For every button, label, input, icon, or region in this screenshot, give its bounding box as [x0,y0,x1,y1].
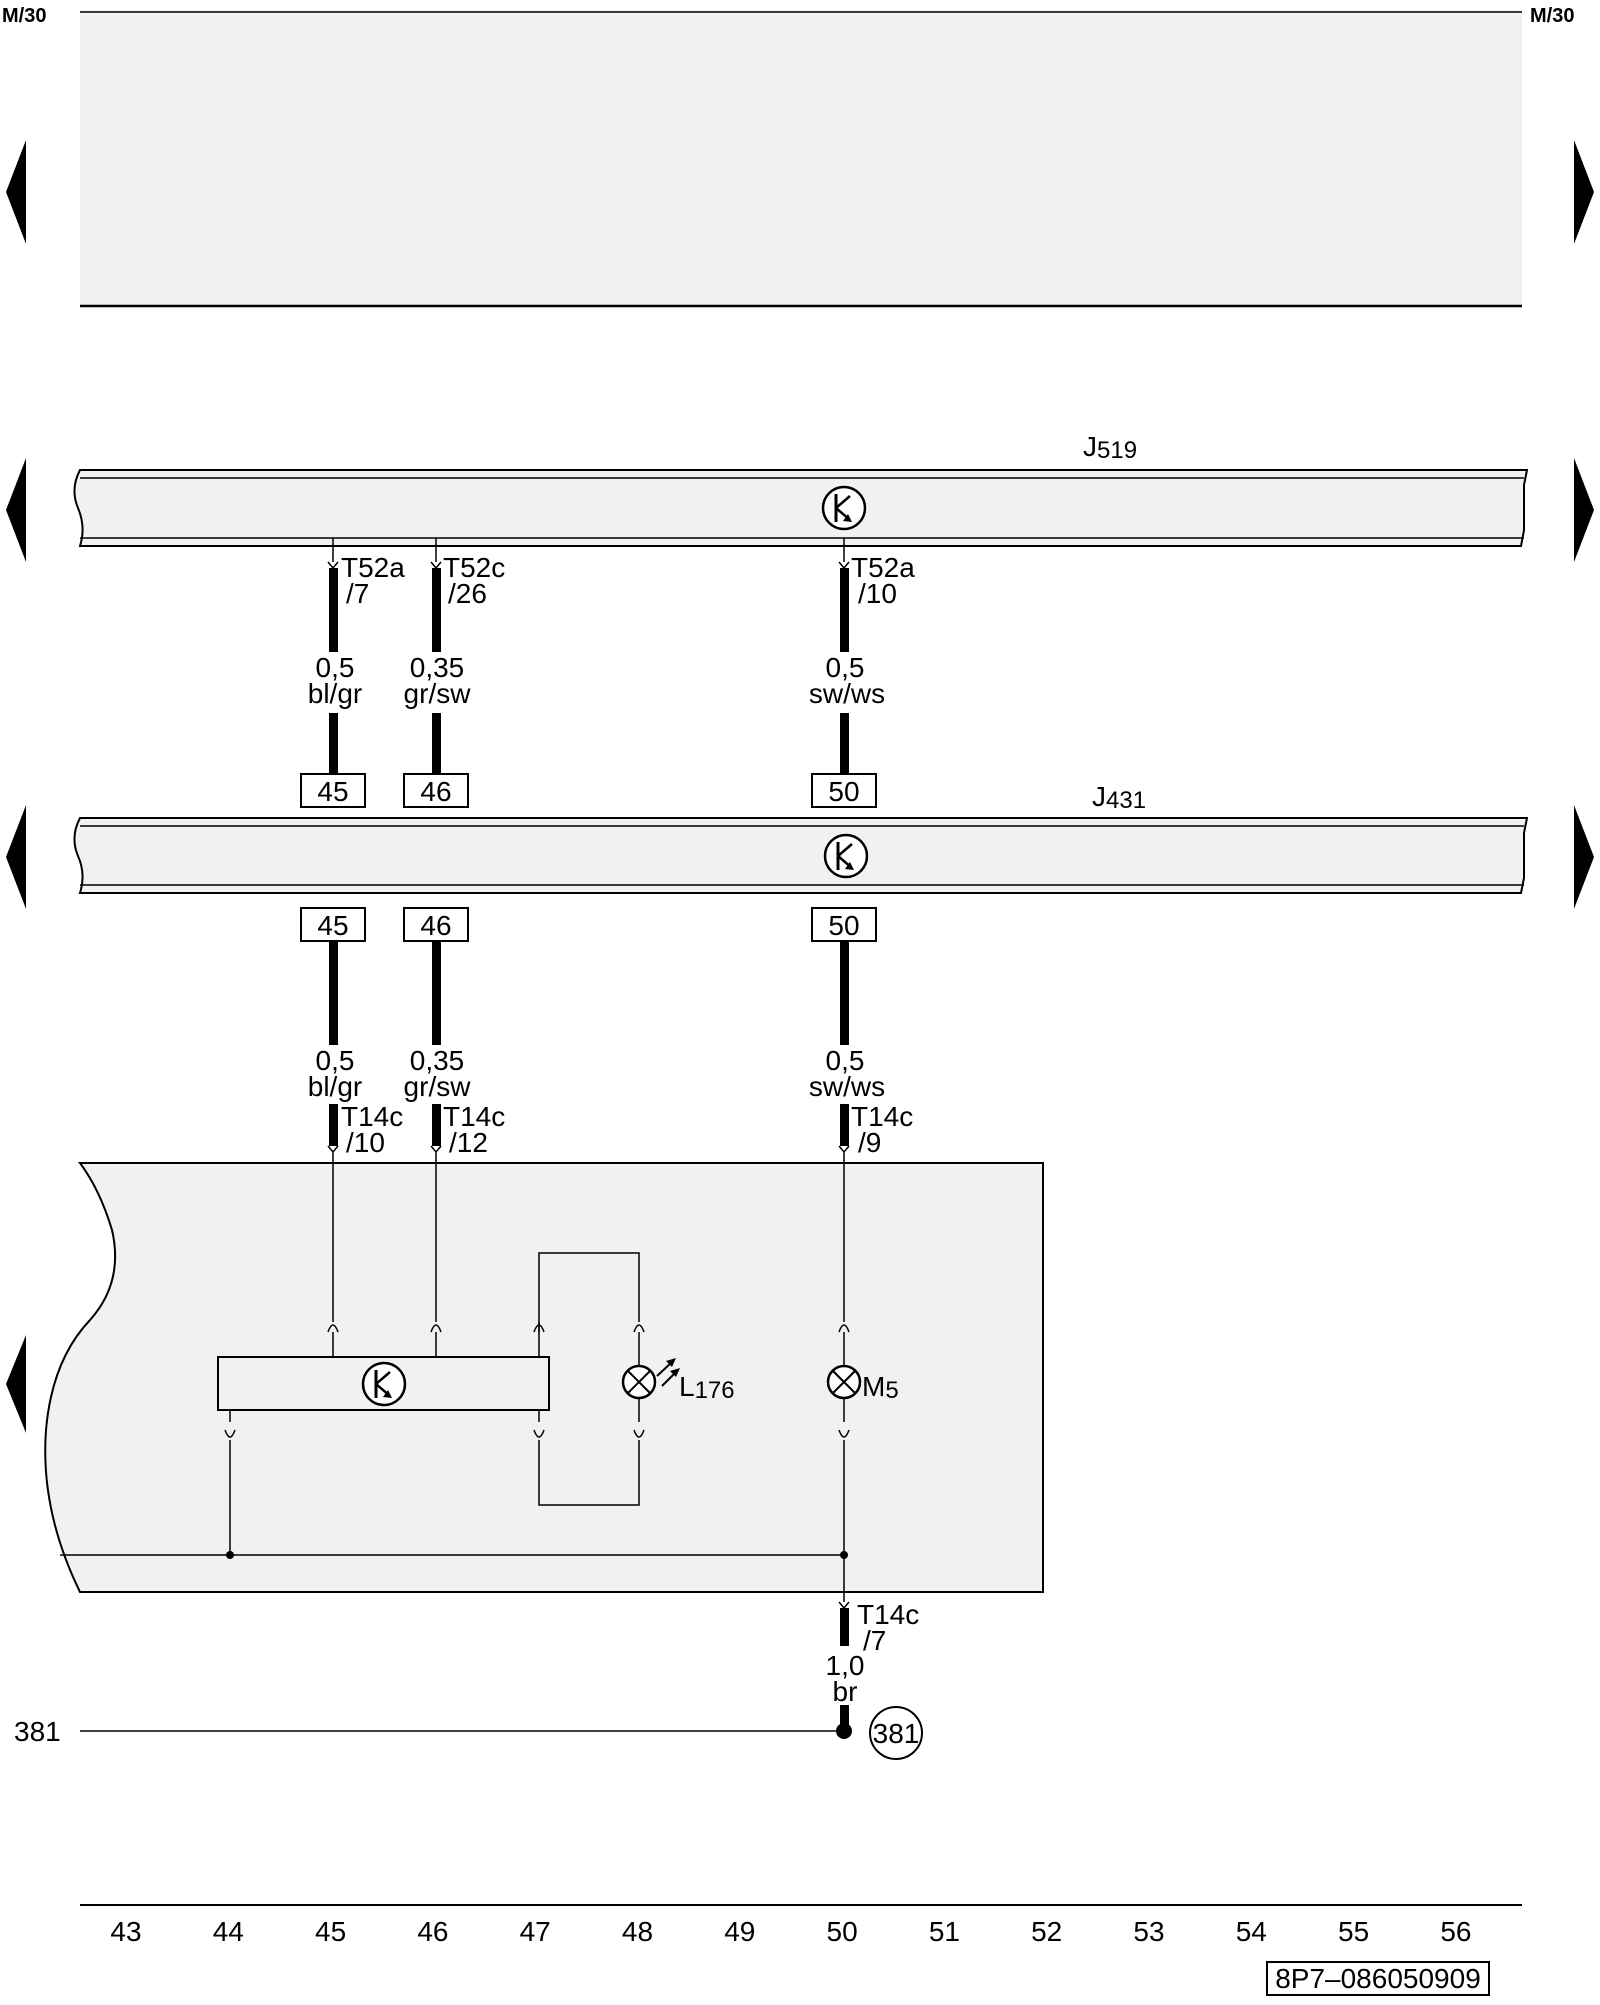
ground-line-label: 381 [14,1716,61,1747]
footer-column-number: 51 [929,1916,960,1947]
corner-label-right: M/30 [1530,5,1574,27]
page-next-arrow-2[interactable] [1574,458,1594,562]
junction-dot [840,1551,848,1559]
footer-column-number: 53 [1133,1916,1164,1947]
footer-column-number: 49 [724,1916,755,1947]
transistor-icon [821,485,867,531]
wire-top-46: T52c /26 0,35 gr/sw 46 [403,538,505,808]
pin-label: T52c [443,552,505,583]
pin-number: /12 [449,1127,488,1158]
pin-number: /10 [346,1127,385,1158]
internal-wiring [60,1152,850,1602]
corner-label-left: M/30 [2,5,46,27]
pin-label: T14c [857,1599,919,1630]
terminal-number: 50 [828,910,859,941]
wire-color: br [833,1676,858,1707]
l176-label: L176 [679,1371,735,1404]
page-prev-arrow-4[interactable] [6,1335,26,1433]
pin-number: /7 [863,1625,886,1656]
footer-column-number: 44 [213,1916,244,1947]
transistor-icon [361,1361,407,1407]
page-prev-arrow-3[interactable] [6,805,26,909]
wire-color: gr/sw [404,678,472,709]
doc-id: 8P7–086050909 [1275,1963,1481,1994]
j519-module [73,469,1529,547]
wire-top-45: T52a /7 0,5 bl/gr 45 [300,538,405,808]
page-next-arrow-1[interactable] [1574,140,1594,244]
footer-column-number: 48 [622,1916,653,1947]
terminal-number: 45 [317,776,348,807]
doc-id-box [1266,1961,1490,1996]
wire-color: sw/ws [809,1071,885,1102]
footer-column-number: 52 [1031,1916,1062,1947]
wire-size: 0,35 [410,652,465,683]
terminal-number: 50 [828,776,859,807]
top-panel [80,10,1522,306]
footer-column-number: 46 [417,1916,448,1947]
pin-label: T14c [443,1101,505,1132]
page-prev-arrow-2[interactable] [6,458,26,562]
wire-color: bl/gr [308,1071,362,1102]
wire-bottom-50: 50 0,5 sw/ws T14c /9 [809,907,913,1158]
wire-size: 0,5 [826,652,865,683]
junction-dot [226,1551,234,1559]
footer-column-number: 54 [1236,1916,1267,1947]
wire-color: bl/gr [308,678,362,709]
wire-color: gr/sw [404,1071,472,1102]
pin-label: T14c [341,1101,403,1132]
j431-label: J431 [1092,781,1146,814]
pin-label: T52a [341,552,405,583]
wire-size: 0,5 [826,1045,865,1076]
wire-size: 1,0 [826,1650,865,1681]
m5-label: M5 [862,1371,899,1404]
footer-column-number: 55 [1338,1916,1369,1947]
pin-number: /7 [346,578,369,609]
pin-label: T14c [851,1101,913,1132]
wire-size: 0,35 [410,1045,465,1076]
pin-number: /10 [858,578,897,609]
j431-module [73,817,1529,894]
j519-label: J519 [1083,431,1137,464]
ground-wire: T14c /7 1,0 br 381 381 [14,1599,923,1760]
transistor-icon [823,833,869,879]
lamp-m5-icon [826,1364,862,1400]
pin-number: /9 [858,1127,881,1158]
footer-column-number: 43 [110,1916,141,1947]
wire-size: 0,5 [316,1045,355,1076]
terminal-number: 45 [317,910,348,941]
footer-column-number: 45 [315,1916,346,1947]
ground-point-label: 381 [873,1718,920,1749]
pin-label: T52a [851,552,915,583]
page-next-arrow-3[interactable] [1574,805,1594,909]
wire-size: 0,5 [316,652,355,683]
wire-color: sw/ws [809,678,885,709]
wire-bottom-46: 46 0,35 gr/sw T14c /12 [403,907,505,1158]
terminal-number: 46 [420,910,451,941]
footer-column-numbers: 43 44 45 46 47 48 49 50 51 52 53 54 55 56 [110,1916,1471,1947]
lamp-l176-icon [621,1358,680,1400]
page-prev-arrow-1[interactable] [6,140,26,244]
footer-column-number: 56 [1440,1916,1471,1947]
footer-column-number: 47 [520,1916,551,1947]
pin-number: /26 [448,578,487,609]
wire-bottom-45: 45 0,5 bl/gr T14c /10 [300,907,403,1158]
wire-top-50: T52a /10 0,5 sw/ws 50 [809,538,915,808]
terminal-number: 46 [420,776,451,807]
footer-column-number: 50 [827,1916,858,1947]
